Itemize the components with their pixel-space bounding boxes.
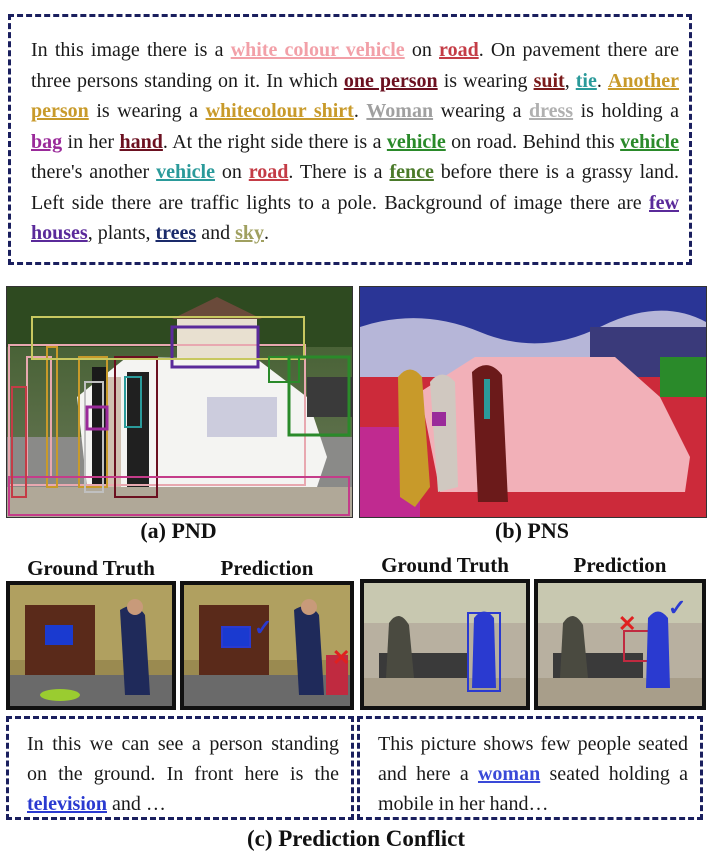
caption-highlight: road — [248, 161, 289, 183]
caption-highlight: tie — [575, 69, 597, 92]
caption-text-run: , plants, — [87, 222, 156, 244]
caption-text-run: on — [404, 39, 440, 61]
segment-another-person — [398, 369, 430, 507]
cross-mark-icon: ✕ — [332, 645, 351, 670]
check-mark-icon: ✓ — [254, 615, 273, 640]
caption-text-run: is wearing — [437, 69, 534, 92]
segment-woman — [430, 374, 458, 492]
caption-box: In this image there is a white colour ve… — [8, 14, 692, 265]
caption-text-run: . — [264, 222, 269, 244]
box-tie — [124, 376, 142, 428]
caption-text-run: . At the right side there is a — [162, 130, 387, 153]
caption-highlight: Woman — [366, 100, 434, 122]
caption-highlight: Another person — [31, 69, 679, 123]
box-fence — [11, 386, 27, 498]
caption-text-run: wearing a — [433, 100, 529, 122]
caption-text-run: . — [596, 69, 608, 92]
caption-highlight: whitecolour shirt — [205, 100, 354, 122]
caption-text-run: in her — [62, 130, 120, 153]
description-right: This picture shows few people seated and… — [378, 729, 688, 819]
pnd-image-panel — [6, 286, 353, 518]
living-room-gt-illustration — [10, 585, 172, 706]
description-left: In this we can see a person standing on … — [27, 729, 339, 819]
description-box-right: This picture shows few people seated and… — [357, 716, 703, 820]
segment-bag — [432, 412, 446, 426]
caption-highlight: bag — [31, 130, 63, 153]
box-few-houses — [170, 325, 260, 369]
caption-highlight: vehicle — [156, 161, 215, 183]
box-woman — [84, 381, 104, 493]
caption-text-run: on road. Behind this — [445, 130, 621, 153]
pns-segmentation-illustration — [360, 287, 706, 517]
caption-text-run: . There is a — [288, 161, 390, 183]
box-one-person — [114, 356, 158, 498]
box-bag — [85, 405, 109, 431]
description-right-text: This picture shows few people seated and… — [378, 733, 688, 785]
caption-highlight: fence — [389, 161, 434, 183]
caption-highlight: hand — [119, 130, 163, 153]
caption-highlight: dress — [529, 100, 574, 122]
box-road — [8, 476, 350, 516]
caption-text-run: is holding a — [573, 100, 680, 122]
thumb-ground-truth-living-room — [6, 581, 176, 710]
title-ground-truth-right: Ground Truth — [381, 553, 509, 577]
check-mark-icon: ✓ — [668, 595, 687, 620]
caption-highlight: road — [439, 39, 479, 61]
highlight-television: television — [27, 793, 107, 815]
thumb-ground-truth-plaza — [360, 579, 530, 710]
caption-text-run: In this image there is a — [31, 39, 231, 61]
caption-highlight: vehicle — [620, 130, 679, 153]
description-right-tail: seated holding a mobile in her hand… — [378, 763, 688, 815]
segment-one-person — [472, 365, 508, 502]
title-ground-truth-left: Ground Truth — [27, 556, 155, 580]
caption-highlight: few houses — [31, 191, 679, 245]
caption-text-run: is wearing a — [88, 100, 206, 122]
caption-text-run: . — [353, 100, 367, 122]
living-room-pred-illustration — [184, 585, 350, 706]
label-pnd: (a) PND — [140, 518, 217, 543]
highlight-woman: woman — [477, 763, 541, 785]
title-prediction-right: Prediction — [573, 553, 667, 577]
description-left-tail: and … — [107, 793, 166, 815]
box-vehicle-behind — [268, 356, 300, 383]
caption-highlight: trees — [155, 222, 197, 244]
caption-highlight: suit — [533, 69, 565, 92]
caption-text-run: and — [196, 222, 236, 244]
caption-text-run: there's another — [31, 161, 157, 183]
label-prediction-conflict: (c) Prediction Conflict — [246, 826, 466, 851]
cross-mark-icon: ✕ — [618, 611, 637, 636]
description-left-text: In this we can see a person standing on … — [27, 733, 339, 785]
caption-highlight: white colour vehicle — [230, 39, 405, 61]
caption-text-run: . On pavement there are three persons st… — [31, 39, 679, 92]
pnd-scene-illustration — [7, 287, 352, 517]
caption-highlight: sky — [235, 222, 264, 244]
pns-image-panel — [359, 286, 707, 518]
plaza-pred-illustration — [538, 583, 702, 706]
title-prediction-left: Prediction — [220, 556, 314, 580]
segment-vehicle — [660, 357, 706, 397]
caption-text-run: on — [214, 161, 249, 183]
thumb-prediction-living-room: ✓ ✕ — [180, 581, 354, 710]
box-vehicle-right — [287, 355, 351, 437]
caption-text-run: before there is a grassy land. Left side… — [31, 161, 679, 214]
segment-tie — [484, 379, 490, 419]
caption-highlight: vehicle — [386, 130, 446, 153]
thumb-prediction-plaza: ✕ ✓ — [534, 579, 706, 710]
label-pns: (b) PNS — [495, 518, 569, 543]
box-sky — [31, 316, 305, 360]
image-caption-paragraph: In this image there is a white colour ve… — [31, 35, 679, 249]
caption-highlight: one person — [343, 69, 438, 92]
box-another-person — [46, 346, 58, 488]
plaza-gt-illustration — [364, 583, 526, 706]
description-box-left: In this we can see a person standing on … — [6, 716, 354, 820]
caption-text-run: , — [564, 69, 576, 92]
